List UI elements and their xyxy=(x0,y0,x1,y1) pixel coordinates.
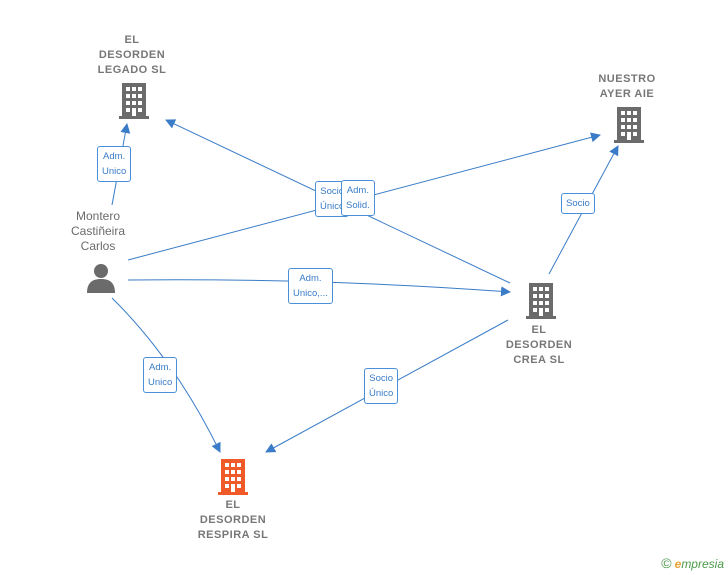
building-icon xyxy=(526,283,556,319)
edge-label-person-crea[interactable]: Adm.Unico,... xyxy=(288,268,333,304)
node-person[interactable]: Montero Castiñeira Carlos xyxy=(52,209,144,254)
node-respira[interactable]: EL DESORDEN RESPIRA SL xyxy=(178,498,288,543)
brand-initial: e xyxy=(674,557,682,571)
edge-label-person-respira[interactable]: Adm.Unico xyxy=(143,357,178,393)
copyright-icon: © xyxy=(661,555,672,571)
edge-label-crea-nuestro[interactable]: Socio xyxy=(561,193,595,214)
edge-label-person-nuestro[interactable]: Adm.Solid. xyxy=(341,180,375,216)
building-icon xyxy=(614,107,644,143)
brand-name: mpresia xyxy=(681,557,724,571)
node-label: EL DESORDEN RESPIRA SL xyxy=(197,499,269,541)
brand-footer[interactable]: ©empresia xyxy=(661,555,724,571)
node-label: EL DESORDEN LEGADO SL xyxy=(97,34,167,76)
building-icon xyxy=(119,83,149,119)
node-legado[interactable]: EL DESORDEN LEGADO SL xyxy=(86,33,178,78)
node-crea[interactable]: EL DESORDEN CREA SL xyxy=(494,323,584,368)
node-label: NUESTRO AYER AIE xyxy=(598,73,656,100)
building-icon xyxy=(218,459,248,495)
person-icon xyxy=(87,264,115,293)
node-label: Montero Castiñeira Carlos xyxy=(70,209,126,253)
node-label: EL DESORDEN CREA SL xyxy=(505,324,573,366)
node-nuestro[interactable]: NUESTRO AYER AIE xyxy=(582,72,672,102)
edge-label-person-legado[interactable]: Adm.Unico xyxy=(97,146,132,182)
